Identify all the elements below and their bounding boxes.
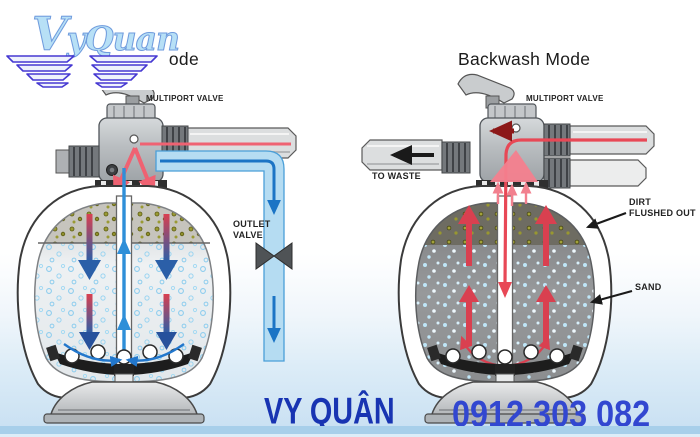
label-arrows xyxy=(585,211,633,305)
vyquan-logo-text: VyQuan xyxy=(32,7,181,61)
tank-base xyxy=(424,381,586,424)
waste-flow-arrows xyxy=(390,120,538,206)
right-multiport-valve-label: MULTIPORT VALVE xyxy=(526,94,604,103)
bottom-blue-strip xyxy=(0,426,700,434)
dirt-label-line2: FLUSHED OUT xyxy=(629,208,696,218)
backwash-flow-arrows xyxy=(458,138,647,368)
vyquan-logo: VyQuan xyxy=(6,7,181,90)
outlet-valve-label-line2: VALVE xyxy=(233,230,263,240)
to-waste-label: TO WASTE xyxy=(372,171,421,181)
dirt-label-line1: DIRT xyxy=(629,197,651,207)
outlet-valve-label-line1: OUTLET xyxy=(233,219,271,229)
outlet-valve-symbol xyxy=(255,242,293,270)
bottom-light-strip xyxy=(0,434,700,437)
dirt-flushed-out-label: DIRT FLUSHED OUT xyxy=(629,197,696,219)
outlet-valve-label: OUTLET VALVE xyxy=(233,219,271,241)
watermark-company-name: VY QUÂN xyxy=(264,390,395,432)
right-diagram-title: Backwash Mode xyxy=(458,49,591,69)
sand-label: SAND xyxy=(635,282,662,292)
outlet-pipe xyxy=(155,150,293,362)
tank-base xyxy=(43,381,205,424)
sand-callout-arrow xyxy=(589,289,633,305)
dirt-callout-arrow xyxy=(585,211,627,229)
vyquan-logo-wings-icon xyxy=(6,55,158,88)
backwash-tank xyxy=(397,138,647,424)
left-multiport-valve-label: MULTIPORT VALVE xyxy=(146,94,224,103)
laterals xyxy=(427,344,583,389)
filter-tank xyxy=(16,168,232,424)
filter-mode-valve xyxy=(55,73,297,196)
